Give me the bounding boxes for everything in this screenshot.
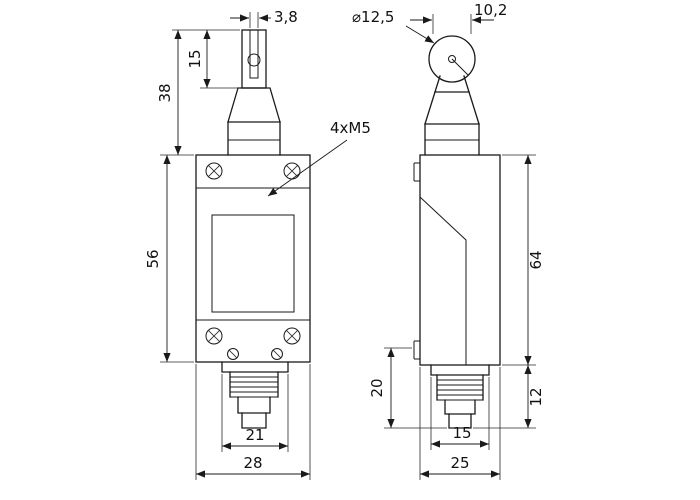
dim-collar-width-front: 21 xyxy=(221,374,289,452)
screw-bottom-right xyxy=(283,327,301,345)
dim-body-width-side: 25 xyxy=(419,367,501,480)
dim-label-body-width-side: 25 xyxy=(450,454,469,472)
dim-head-height: 38 xyxy=(156,30,194,156)
roller-axle xyxy=(448,55,456,63)
screw-bottom-left xyxy=(205,327,223,345)
roller xyxy=(428,35,476,83)
front-cap xyxy=(227,87,281,156)
dim-slot-width: 3,8 xyxy=(230,8,298,28)
callout-thread-label: 4xM5 xyxy=(330,119,371,137)
dim-tip-height: 12 xyxy=(473,365,545,429)
dim-fork-height: 15 xyxy=(172,29,240,89)
side-cap xyxy=(424,91,480,156)
side-body xyxy=(413,154,501,366)
dim-roller-width: 10,2 xyxy=(410,1,507,34)
side-body-outline xyxy=(419,154,501,366)
front-view xyxy=(195,29,311,429)
side-bottom-plunger xyxy=(430,364,490,429)
dim-body-width-front: 28 xyxy=(195,364,311,480)
dim-label-slot-width: 3,8 xyxy=(274,8,298,26)
side-fork xyxy=(434,75,470,93)
side-view xyxy=(413,35,501,429)
dim-label-body-width-front: 28 xyxy=(243,454,262,472)
screw-top-left xyxy=(205,162,223,180)
dim-body-height-front: 56 xyxy=(144,155,194,363)
mounting-screws xyxy=(205,162,301,360)
dim-label-collar-width-front: 21 xyxy=(245,426,264,444)
dim-label-collar-width-side: 15 xyxy=(452,424,471,442)
front-label-plate xyxy=(211,214,295,313)
front-fork xyxy=(241,29,267,89)
small-screw-right xyxy=(271,348,283,360)
dim-body-height-side: 64 xyxy=(502,154,545,366)
dimensions-side: ⌀12,5 10,2 64 12 20 xyxy=(352,1,545,480)
callout-thread: 4xM5 xyxy=(267,119,371,197)
dim-label-body-height-side: 64 xyxy=(527,250,545,269)
dim-roller-diameter: ⌀12,5 xyxy=(352,8,435,44)
dim-label-tip-height: 12 xyxy=(527,387,545,406)
dim-label-body-height-front: 56 xyxy=(144,249,162,268)
front-body-outline xyxy=(195,154,311,363)
dim-label-roller-width: 10,2 xyxy=(474,1,507,19)
dimensions-front: 3,8 15 38 56 4xM5 21 xyxy=(144,8,371,480)
roller-circle xyxy=(428,35,476,83)
screw-top-right xyxy=(283,162,301,180)
front-body xyxy=(195,154,311,363)
dim-collar-width-side: 15 xyxy=(430,377,490,450)
dim-hole-to-tip: 20 xyxy=(368,347,447,429)
dim-label-fork-height: 15 xyxy=(186,49,204,68)
front-bottom-plunger xyxy=(221,361,289,429)
dim-label-hole-to-tip: 20 xyxy=(368,378,386,397)
dim-label-head-height: 38 xyxy=(156,83,174,102)
fork-axle-hole xyxy=(247,53,261,67)
dim-label-roller-diameter: ⌀12,5 xyxy=(352,8,394,26)
small-screw-left xyxy=(227,348,239,360)
